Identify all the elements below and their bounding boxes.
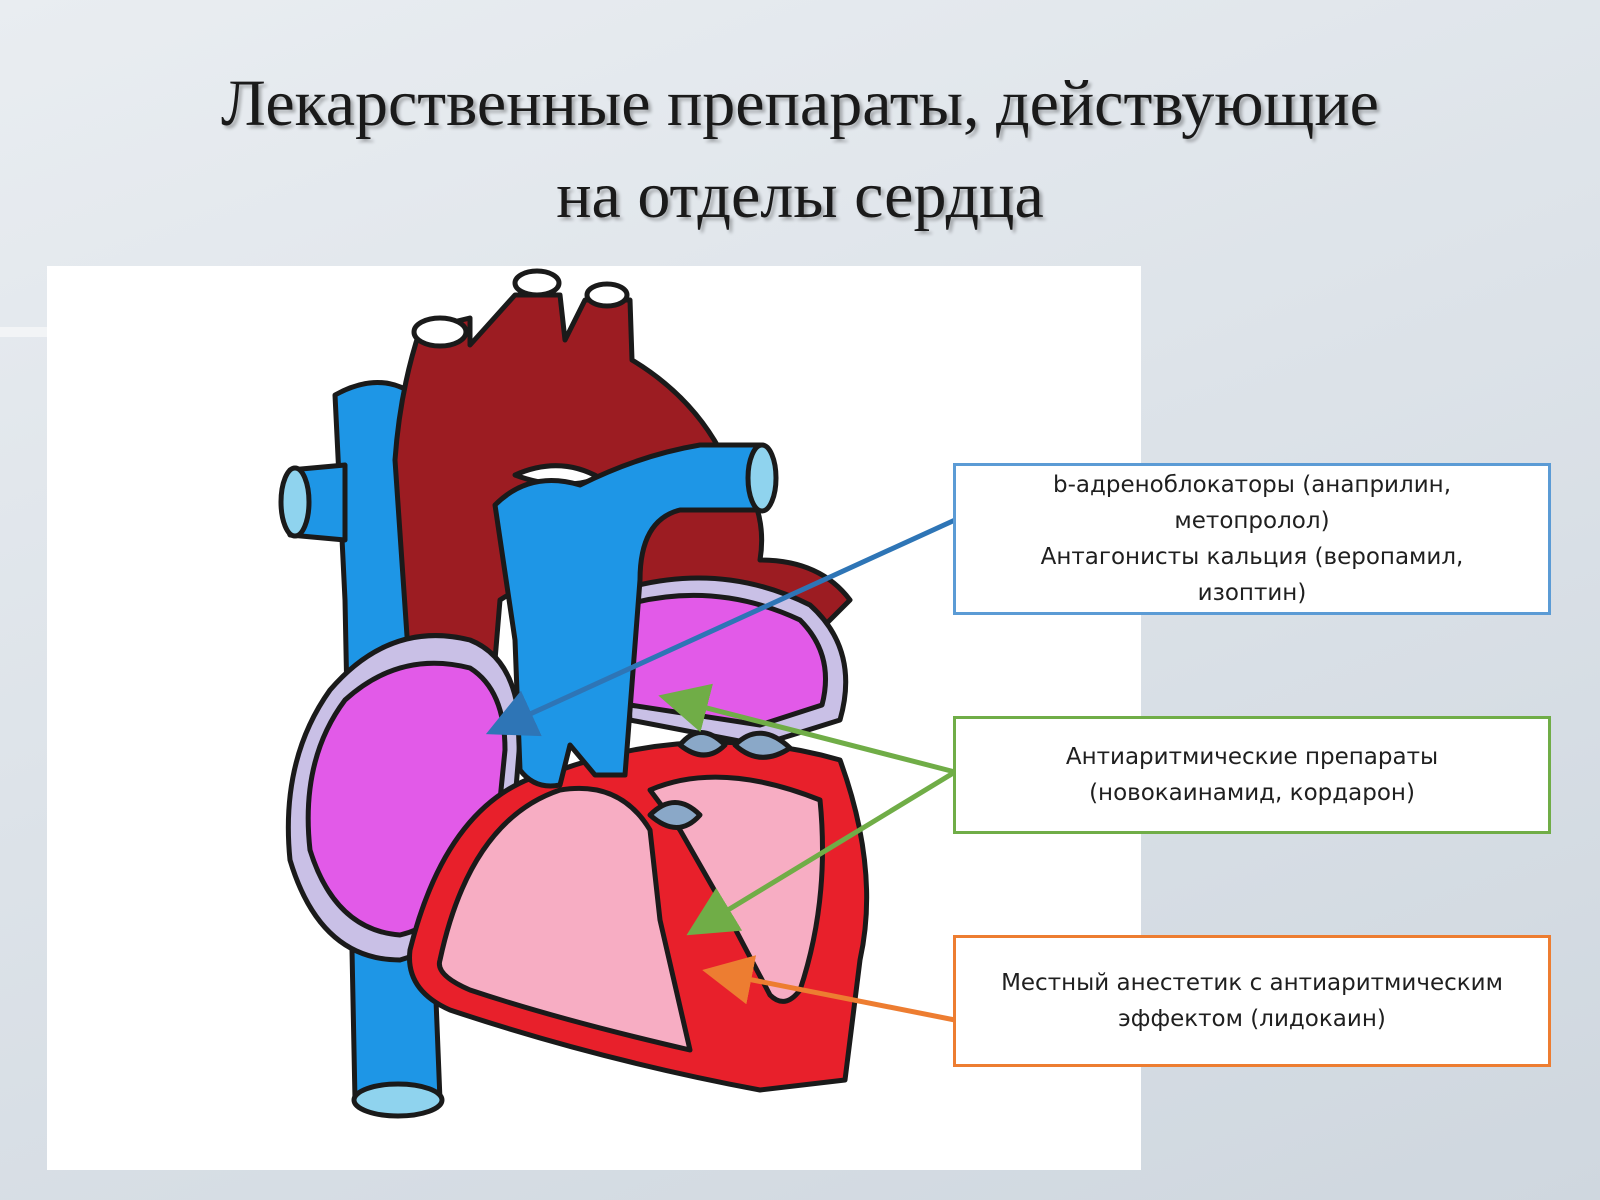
callout-beta-line-3: Антагонисты кальция (веропамил, (1040, 544, 1464, 570)
arrow-antiarrhythmic-atrium (658, 683, 956, 775)
callout-beta-line-1: b-адреноблокаторы (анаприлин, (1052, 472, 1452, 498)
title-line-1: Лекарственные препараты, действующие (221, 67, 1379, 140)
decorative-strip (0, 327, 48, 337)
slide-title: Лекарственные препараты, действующие на … (0, 58, 1600, 242)
callout-lido-line-1: Местный анестетик с антиаритмическим (1001, 970, 1503, 996)
valve-left (677, 730, 728, 758)
callout-beta-line-2: метопролол) (1174, 508, 1330, 534)
arrow-beta-blockers (485, 517, 957, 737)
arrow-antiarrhythmic-ventricle (686, 769, 957, 936)
callout-beta-blockers: b-адреноблокаторы (анаприлин, метопролол… (953, 463, 1551, 615)
vena-cava-branch-opening (278, 465, 312, 539)
callout-anti-line-2: (новокаинамид, кордарон) (1089, 780, 1415, 806)
valve-center (647, 800, 703, 830)
ventricle-inner-right (436, 785, 693, 1053)
callout-anti-line-1: Антиаритмические препараты (1065, 744, 1439, 770)
callout-antiarrhythmic: Антиаритмические препараты (новокаинамид… (953, 716, 1551, 834)
pulmonary-trunk-opening (745, 442, 779, 514)
valve-right (732, 730, 793, 760)
arrow-lidocaine (702, 955, 956, 1023)
aorta-opening-left (411, 315, 469, 349)
callout-lidocaine: Местный анестетик с антиаритмическим эфф… (953, 935, 1551, 1067)
aorta-opening-right (584, 281, 630, 309)
title-line-2: на отделы сердца (556, 159, 1044, 232)
callout-lido-line-2: эффектом (лидокаин) (1118, 1006, 1386, 1032)
callout-beta-line-4: изоптин) (1197, 580, 1307, 606)
aorta-opening-mid (512, 268, 562, 298)
vena-cava-bottom-opening (351, 1081, 445, 1119)
